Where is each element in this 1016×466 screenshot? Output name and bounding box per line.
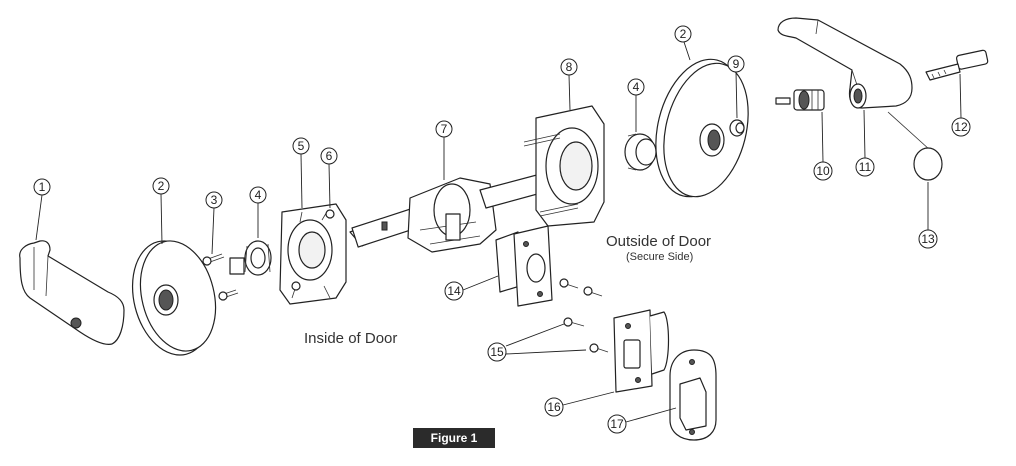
svg-text:3: 3 — [211, 193, 218, 207]
strike-plate — [613, 309, 670, 393]
figure-label: Figure 1 — [413, 428, 495, 448]
outside-lever — [777, 17, 913, 109]
svg-text:15: 15 — [490, 345, 504, 359]
latch-screws — [559, 278, 603, 297]
outside-nut — [624, 133, 657, 171]
callout-2-inside: 2 — [152, 177, 170, 195]
svg-text:10: 10 — [816, 164, 830, 178]
inside-nut — [229, 240, 272, 276]
svg-text:6: 6 — [326, 149, 333, 163]
inside-rose — [131, 240, 217, 356]
wire-clip — [887, 111, 943, 181]
svg-text:1: 1 — [39, 180, 46, 194]
inside-mounting-plate — [279, 203, 347, 305]
outside-rose — [655, 58, 749, 198]
svg-text:8: 8 — [566, 60, 573, 74]
inside-lever — [19, 240, 125, 345]
callout-9: 9 — [727, 55, 745, 73]
callout-4-outside: 4 — [627, 78, 645, 96]
svg-text:2: 2 — [680, 27, 687, 41]
key — [925, 49, 989, 81]
callout-16: 16 — [544, 397, 564, 417]
lock-cylinder — [775, 89, 825, 111]
outside-mounting-plate — [523, 105, 605, 227]
svg-text:7: 7 — [441, 122, 448, 136]
svg-text:11: 11 — [859, 160, 872, 174]
latch — [495, 225, 553, 307]
callout-1: 1 — [33, 178, 51, 196]
callout-2-outside: 2 — [674, 25, 692, 43]
svg-text:4: 4 — [255, 188, 262, 202]
svg-text:2: 2 — [158, 179, 165, 193]
svg-text:9: 9 — [733, 57, 740, 71]
svg-text:4: 4 — [633, 80, 640, 94]
callout-14: 14 — [444, 281, 464, 301]
callout-17: 17 — [607, 414, 627, 434]
callout-10: 10 — [813, 161, 833, 181]
callout-4-inside: 4 — [249, 186, 267, 204]
callout-5: 5 — [292, 137, 310, 155]
outside-of-door-label: Outside of Door — [606, 233, 712, 250]
leader-lines — [35, 41, 962, 423]
svg-text:12: 12 — [954, 120, 968, 134]
box-strike — [669, 349, 717, 441]
inside-screws — [202, 253, 239, 301]
callout-6: 6 — [320, 147, 338, 165]
callout-3: 3 — [205, 191, 223, 209]
callout-13: 13 — [918, 229, 938, 249]
secure-side-label: (Secure Side) — [626, 251, 694, 263]
lock-chassis — [349, 171, 553, 253]
callout-8: 8 — [560, 58, 578, 76]
svg-text:16: 16 — [547, 400, 561, 414]
strike-screws — [563, 317, 609, 353]
retaining-ring — [729, 119, 745, 137]
inside-of-door-label: Inside of Door — [304, 330, 398, 347]
callout-7: 7 — [435, 120, 453, 138]
svg-text:13: 13 — [921, 232, 935, 246]
svg-text:14: 14 — [447, 284, 461, 298]
callout-15: 15 — [487, 342, 507, 362]
callout-12: 12 — [951, 117, 971, 137]
svg-text:5: 5 — [298, 139, 305, 153]
callout-11: 11 — [855, 157, 875, 177]
svg-text:17: 17 — [610, 417, 624, 431]
